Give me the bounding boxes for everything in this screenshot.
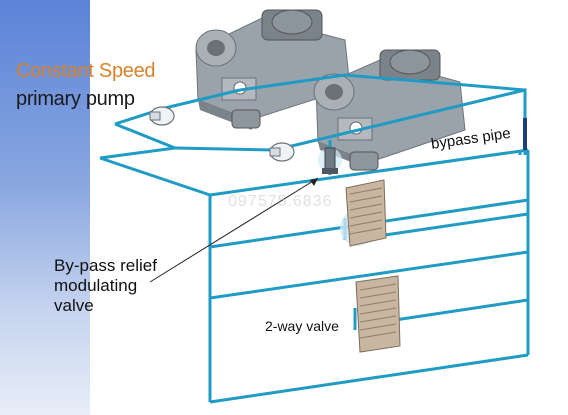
- two-way-valve-label: 2-way valve: [265, 318, 339, 334]
- callout-line: [149, 177, 319, 283]
- chiller-unit-2: [313, 49, 466, 171]
- sidebar-gradient: [0, 0, 90, 415]
- callout-arrowhead: [310, 178, 318, 186]
- cooling-coil-1: [340, 179, 387, 247]
- pump-title-line2: primary pump: [16, 88, 135, 110]
- primary-pump-2: [269, 142, 295, 162]
- pump-title-line1: Constant Speed: [16, 60, 156, 82]
- bypass-valve-icon: [318, 147, 342, 174]
- bypass-valve-label: By-pass relief modulating valve: [54, 256, 157, 315]
- watermark: 097575.6836: [228, 193, 333, 210]
- pipe-network: [99, 73, 530, 404]
- cooling-coil-2: [355, 275, 401, 353]
- primary-pump-1: [149, 106, 175, 126]
